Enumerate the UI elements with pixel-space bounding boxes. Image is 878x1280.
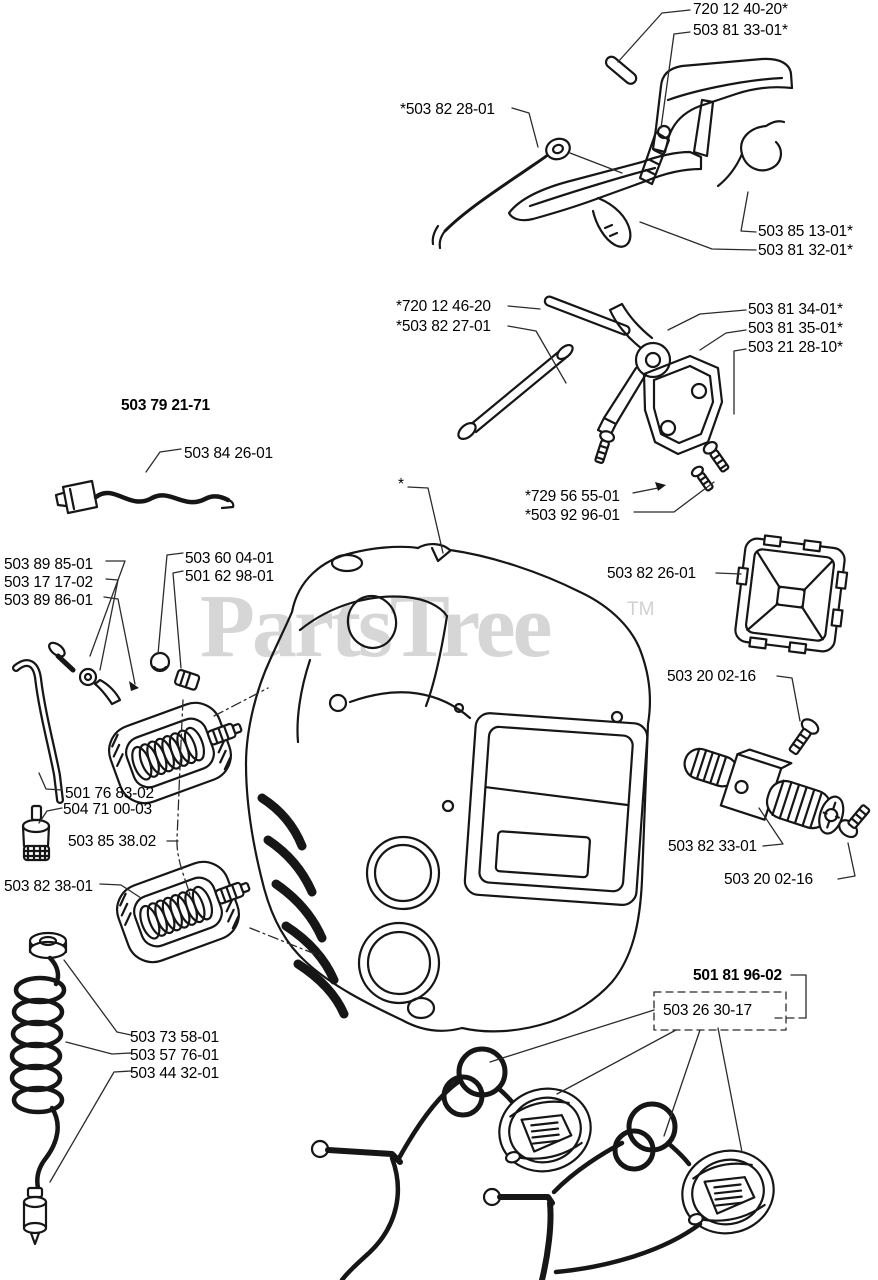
part-number-label: 503 81 35-01* bbox=[748, 320, 843, 337]
part-number-label: 503 26 30-17 bbox=[663, 1002, 752, 1019]
part-number-label: 503 89 86-01 bbox=[4, 592, 93, 609]
part-number-label: 501 76 83-02 bbox=[65, 785, 154, 802]
part-number-label-bold: 503 79 21-71 bbox=[121, 397, 210, 414]
part-number-label: 503 60 04-01 bbox=[185, 550, 274, 567]
damper-upper-drawing bbox=[108, 701, 243, 805]
part-number-label: *503 82 28-01 bbox=[400, 101, 495, 118]
part-number-label: 503 20 02-16 bbox=[667, 668, 756, 685]
part-number-label: 503 21 28-10* bbox=[748, 339, 843, 356]
part-number-label: 503 57 76-01 bbox=[130, 1047, 219, 1064]
damper-lower-drawing bbox=[116, 860, 251, 964]
part-number-label: 503 81 34-01* bbox=[748, 301, 843, 318]
part-number-label: 503 85 13-01* bbox=[758, 223, 853, 240]
fuel-hose-filter-drawing bbox=[12, 659, 64, 862]
part-number-label: 503 17 17-02 bbox=[4, 574, 93, 591]
part-number-label: 503 84 26-01 bbox=[184, 445, 273, 462]
intake-block-drawing bbox=[734, 534, 849, 655]
tensioner-drawing bbox=[683, 718, 871, 839]
part-number-label: *720 12 46-20 bbox=[396, 298, 491, 315]
part-number-label: *503 92 96-01 bbox=[525, 507, 620, 524]
part-number-label: 503 73 58-01 bbox=[130, 1029, 219, 1046]
crankcase-drawing bbox=[244, 543, 652, 1033]
part-number-label: 720 12 40-20* bbox=[693, 1, 788, 18]
part-number-label: 503 82 38-01 bbox=[4, 878, 93, 895]
part-number-label: 503 82 26-01 bbox=[607, 565, 696, 582]
watermark: PartsTree bbox=[200, 577, 552, 676]
watermark-tm: TM bbox=[627, 599, 655, 620]
fasteners-drawing bbox=[48, 641, 201, 706]
throttle-trigger-drawing bbox=[431, 98, 715, 250]
part-number-label: 503 20 02-16 bbox=[724, 871, 813, 888]
part-number-label: 503 89 85-01 bbox=[4, 556, 93, 573]
part-number-label: 503 85 38.02 bbox=[68, 833, 157, 850]
throttle-lockout-drawing bbox=[604, 55, 794, 188]
choke-linkage-drawing bbox=[457, 295, 730, 492]
spring-group-drawing bbox=[9, 931, 68, 1246]
part-number-label: 504 71 00-03 bbox=[63, 801, 152, 818]
fuel-caps-drawing bbox=[310, 1046, 775, 1280]
part-number-label: *503 82 27-01 bbox=[396, 318, 491, 335]
part-number-label: 503 81 32-01* bbox=[758, 242, 853, 259]
part-number-label: *729 56 55-01 bbox=[525, 488, 620, 505]
leader-lines bbox=[38, 9, 856, 1183]
asterisk-label: * bbox=[398, 476, 404, 493]
part-number-label: 501 62 98-01 bbox=[185, 568, 274, 585]
part-number-label: 503 82 33-01 bbox=[668, 838, 757, 855]
wire-harness-drawing bbox=[54, 479, 235, 515]
part-number-label-bold: 501 81 96-02 bbox=[693, 967, 782, 984]
part-number-label: 503 81 33-01* bbox=[693, 22, 788, 39]
part-number-label: 503 44 32-01 bbox=[130, 1065, 219, 1082]
